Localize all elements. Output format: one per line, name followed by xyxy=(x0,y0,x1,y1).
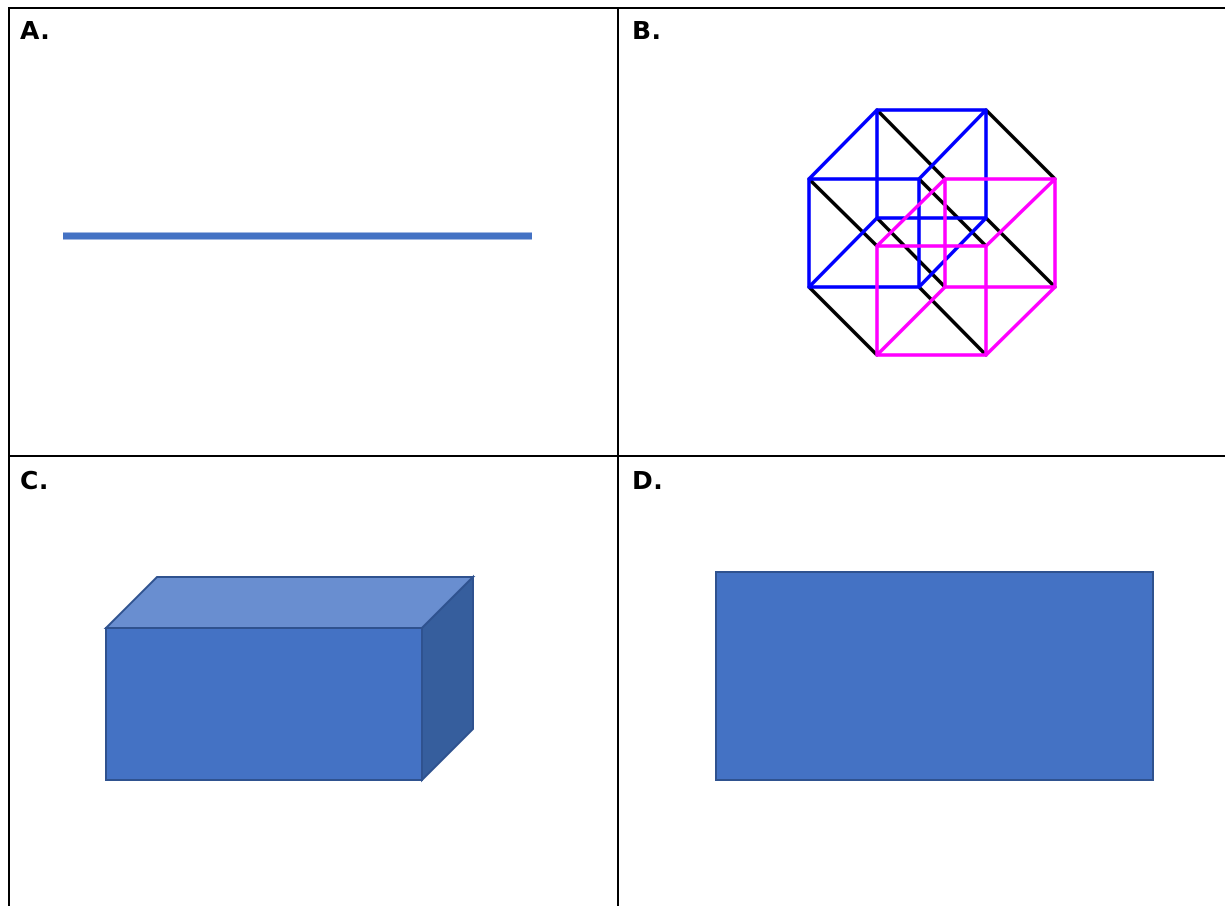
panel-d-label: D. xyxy=(632,466,664,495)
tesseract-connectors xyxy=(807,108,1057,357)
prism-front-face xyxy=(105,627,423,781)
tesseract-outer-cube xyxy=(807,108,988,289)
horizontal-divider xyxy=(8,455,1225,457)
rectangle-shape xyxy=(715,571,1154,781)
panel-a-label: A. xyxy=(20,16,51,45)
panel-c-label: C. xyxy=(20,466,49,495)
panel-b-label: B. xyxy=(632,16,662,45)
tesseract-inner-cube xyxy=(875,177,1057,357)
